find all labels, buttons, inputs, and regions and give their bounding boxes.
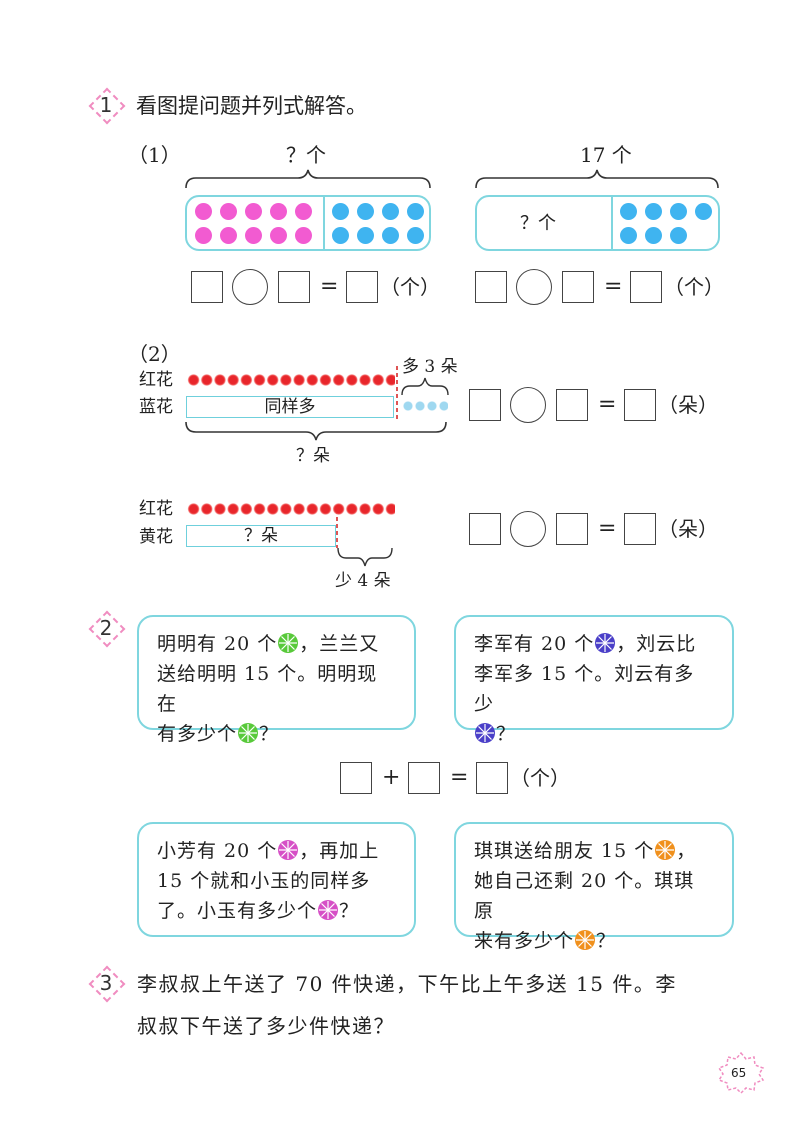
- blue-dot: [695, 203, 712, 220]
- blue-dot: [620, 203, 637, 220]
- equals-sign: =: [598, 516, 617, 541]
- problem-card: 明明有 20 个，兰兰又 送给明明 15 个。明明现在 有多少个？: [137, 615, 416, 745]
- dot-box-left: [185, 195, 431, 251]
- green-ball-icon: [238, 723, 259, 743]
- blue-ball-icon: [475, 723, 495, 743]
- less-label: 少 4 朵: [335, 571, 391, 591]
- answer-box[interactable]: [630, 271, 662, 303]
- blue-dot: [382, 203, 399, 220]
- row-label-yellow: 黄花: [139, 527, 173, 547]
- answer-box[interactable]: [624, 389, 656, 421]
- same-label: 同样多: [264, 397, 316, 417]
- unit-label: （个）: [380, 275, 440, 299]
- divider: [611, 195, 613, 251]
- problem-card: 琪琪送给朋友 15 个， 她自己还剩 20 个。琪琪原 来有多少个？: [454, 822, 734, 952]
- operator-circle[interactable]: [232, 269, 268, 305]
- blue-dot: [407, 227, 424, 244]
- blue-dot: [357, 227, 374, 244]
- orange-ball-icon: [655, 840, 676, 860]
- operator-circle[interactable]: [510, 387, 546, 423]
- question-title: 看图提问题并列式解答。: [136, 94, 367, 118]
- pink-dot: [245, 227, 262, 244]
- orange-ball-icon: [575, 930, 596, 950]
- answer-box[interactable]: [476, 762, 508, 794]
- question-number-badge: 1: [88, 87, 126, 125]
- unit-label: （朵）: [658, 393, 718, 417]
- answer-box[interactable]: [562, 271, 594, 303]
- part-label: （2）: [128, 342, 181, 366]
- unit-label: （朵）: [658, 517, 718, 541]
- part-label: （1）: [128, 143, 181, 167]
- unit-label: （个）: [664, 275, 724, 299]
- blue-dot: [382, 227, 399, 244]
- red-flower-row: [187, 503, 395, 515]
- total-label: ？朵: [296, 446, 330, 466]
- question-text-line1: 李叔叔上午送了 70 件快递，下午比上午多送 15 件。李: [137, 972, 677, 996]
- dot-box-right: [475, 195, 720, 251]
- row-label-red: 红花: [139, 370, 173, 390]
- more-label: 多 3 朵: [402, 357, 458, 377]
- pink-dot: [245, 203, 262, 220]
- row-label-blue: 蓝花: [139, 397, 173, 417]
- answer-box[interactable]: [624, 513, 656, 545]
- answer-box[interactable]: [475, 271, 507, 303]
- brace-label-left: ？个: [286, 143, 326, 167]
- blue-ball-icon: [595, 633, 616, 653]
- page-number: 65: [731, 1066, 747, 1080]
- pink-ball-icon: [318, 900, 339, 920]
- question-text-line2: 叔叔下午送了多少件快递？: [137, 1014, 395, 1038]
- pink-dot: [195, 227, 212, 244]
- pink-dot: [295, 227, 312, 244]
- equals-sign: =: [598, 392, 617, 417]
- answer-box[interactable]: [556, 389, 588, 421]
- pink-dot: [195, 203, 212, 220]
- blue-dot: [670, 203, 687, 220]
- blue-dot: [645, 203, 662, 220]
- problem-card: 李军有 20 个，刘云比 李军多 15 个。刘云有多少 ？: [454, 615, 734, 745]
- question-number-badge: 2: [88, 610, 126, 648]
- answer-box[interactable]: [556, 513, 588, 545]
- pink-ball-icon: [278, 840, 299, 860]
- pink-dot: [220, 227, 237, 244]
- blue-dot: [670, 227, 687, 244]
- operator-circle[interactable]: [516, 269, 552, 305]
- row-label-red: 红花: [139, 499, 173, 519]
- divider: [323, 195, 325, 251]
- blue-dot: [645, 227, 662, 244]
- page-number-ornament: [717, 1051, 765, 1094]
- green-ball-icon: [278, 633, 299, 653]
- pink-dot: [295, 203, 312, 220]
- pink-dot: [270, 203, 287, 220]
- yellow-label: ？朵: [244, 526, 278, 546]
- problem-card: 小芳有 20 个，再加上 15 个就和小玉的同样多 了。小玉有多少个？: [137, 822, 416, 937]
- same-bar: 同样多: [186, 396, 394, 418]
- blue-dot: [407, 203, 424, 220]
- answer-box[interactable]: [346, 271, 378, 303]
- equals-sign: =: [320, 274, 339, 299]
- blue-dot: [332, 227, 349, 244]
- answer-box[interactable]: [469, 389, 501, 421]
- blue-dot: [332, 203, 349, 220]
- equals-sign: =: [450, 765, 469, 790]
- answer-box[interactable]: [278, 271, 310, 303]
- yellow-bar: ？朵: [186, 525, 336, 547]
- answer-box[interactable]: [340, 762, 372, 794]
- unit-label: （个）: [510, 766, 570, 790]
- blue-dot: [620, 227, 637, 244]
- pink-dot: [220, 203, 237, 220]
- unknown-label: ？个: [520, 213, 556, 234]
- answer-box[interactable]: [191, 271, 223, 303]
- equals-sign: =: [604, 274, 623, 299]
- operator-circle[interactable]: [510, 511, 546, 547]
- answer-box[interactable]: [408, 762, 440, 794]
- brace-label-right: 17 个: [580, 143, 632, 167]
- question-number-badge: 3: [88, 965, 126, 1003]
- blue-dot: [357, 203, 374, 220]
- plus-sign: +: [382, 765, 401, 790]
- red-flower-row: [187, 374, 395, 386]
- answer-box[interactable]: [469, 513, 501, 545]
- pink-dot: [270, 227, 287, 244]
- extra-blue-flowers: [402, 400, 448, 412]
